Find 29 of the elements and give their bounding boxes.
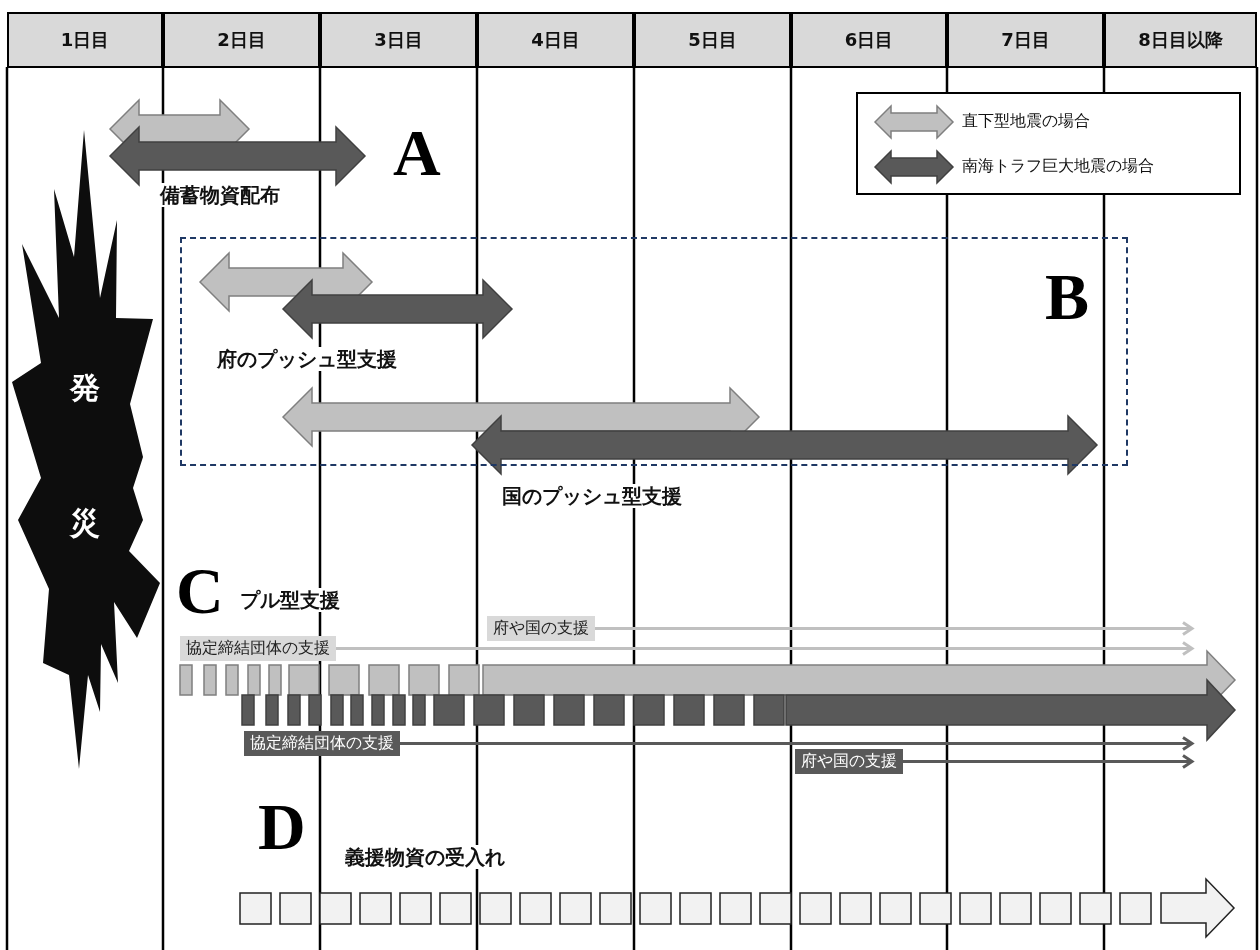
bar-caption: 府のプッシュ型支援 xyxy=(217,347,397,371)
section-title: プル型支援 xyxy=(240,588,340,612)
column-header: 1日目 xyxy=(7,12,163,68)
column-header: 8日目以降 xyxy=(1104,12,1257,68)
support-label: 協定締結団体の支援 xyxy=(244,731,400,756)
column-header: 4日目 xyxy=(477,12,634,68)
section-letter: B xyxy=(1045,264,1090,330)
burst-text: 災 xyxy=(70,508,100,538)
column-header: 5日目 xyxy=(634,12,791,68)
column-header: 6日目 xyxy=(791,12,947,68)
section-letter: C xyxy=(176,558,224,624)
section-title: 義援物資の受入れ xyxy=(345,845,505,869)
bar-caption: 国のプッシュ型支援 xyxy=(502,484,682,508)
column-header: 3日目 xyxy=(320,12,477,68)
column-header: 7日目 xyxy=(947,12,1104,68)
support-label: 府や国の支援 xyxy=(795,749,903,774)
column-header: 2日目 xyxy=(163,12,320,68)
support-label: 協定締結団体の支援 xyxy=(180,636,336,661)
section-letter: A xyxy=(393,120,441,186)
section-letter: D xyxy=(258,794,306,860)
burst-text: 発 xyxy=(70,373,100,403)
arrow xyxy=(336,641,1194,656)
arrow xyxy=(400,736,1194,751)
arrow xyxy=(903,754,1194,769)
legend-text: 南海トラフ巨大地震の場合 xyxy=(962,158,1154,174)
support-label: 府や国の支援 xyxy=(487,616,595,641)
arrow xyxy=(595,621,1194,636)
section-title: 備蓄物資配布 xyxy=(160,183,280,207)
legend-text: 直下型地震の場合 xyxy=(962,113,1090,129)
